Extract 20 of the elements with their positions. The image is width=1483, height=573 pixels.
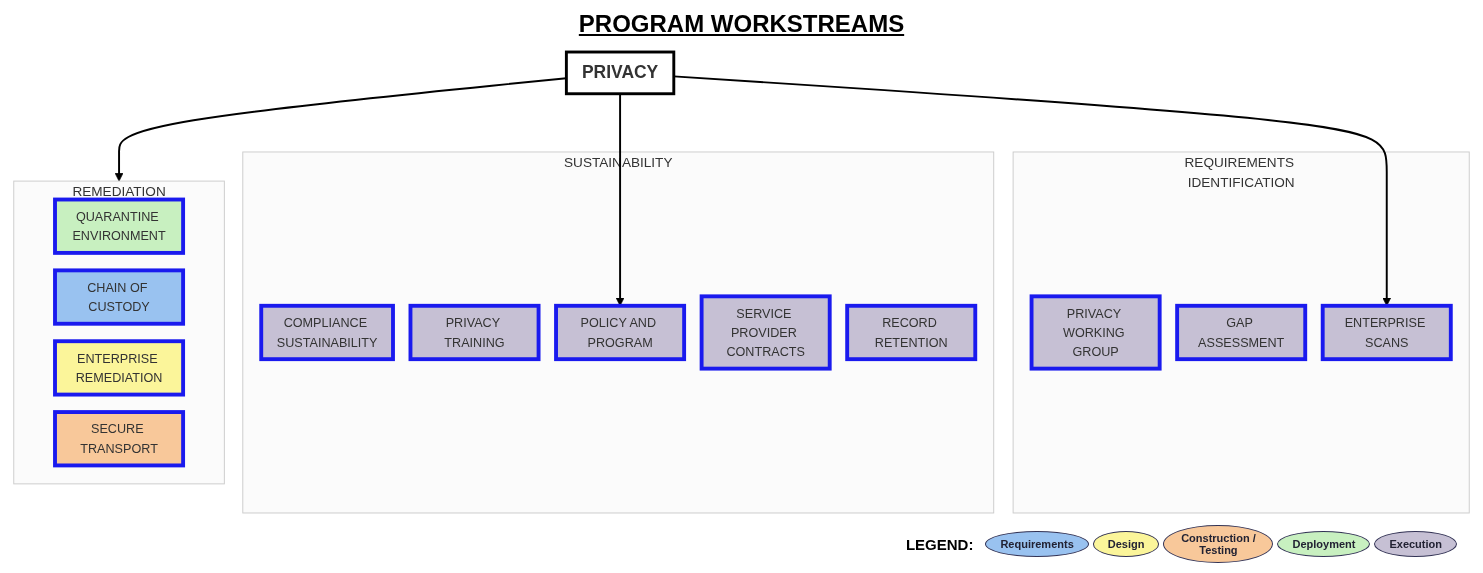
node-box: ENTERPRISE REMEDIATION [53,339,186,397]
legend-item: Requirements [985,531,1089,557]
legend-item: Construction / Testing [1163,525,1274,563]
node-box: COMPLIANCE SUSTAINABILITY [259,303,395,362]
legend-heading: LEGEND: [905,535,974,553]
node-box: ENTERPRISE SCANS [1320,303,1453,362]
node-box: RECORD RETENTION [845,303,978,362]
node-box: QUARANTINE ENVIRONMENT [53,197,186,255]
node-box: GAP ASSESSMENT [1175,303,1308,362]
node-box: POLICY AND PROGRAM [554,303,687,362]
node-box: SERVICE PROVIDER CONTRACTS [699,294,832,371]
legend-item: Design [1092,531,1160,557]
node-box: PRIVACY [564,50,676,96]
node-box: PRIVACY WORKING GROUP [1029,294,1162,371]
node-box: SECURE TRANSPORT [53,410,186,468]
legend-item: Execution [1374,531,1457,557]
diagram-title: PROGRAM WORKSTREAMS [578,10,905,38]
node-box: PRIVACY TRAINING [408,303,541,362]
node-box: CHAIN OF CUSTODY [53,268,186,326]
legend-item: Deployment [1277,531,1371,557]
